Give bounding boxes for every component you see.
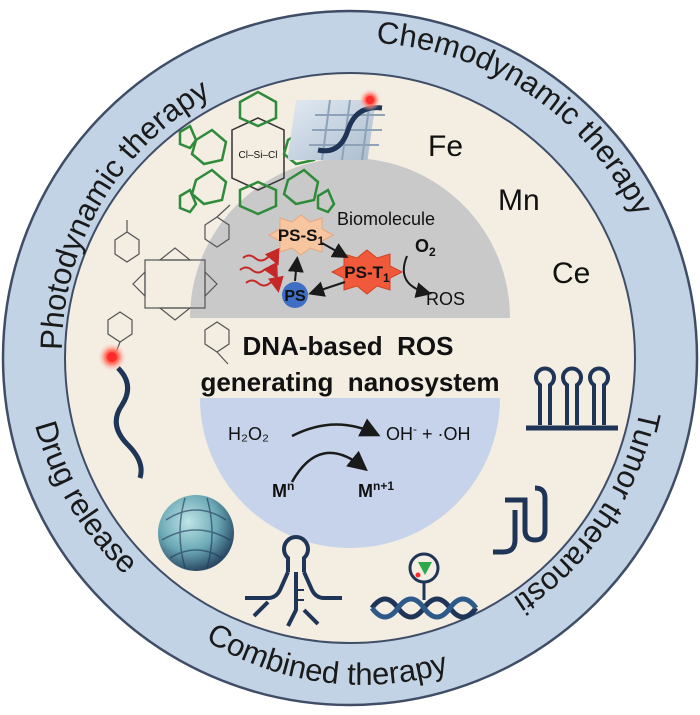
dna-aptamer-icon	[245, 535, 342, 627]
cdt-half-disk	[200, 398, 500, 548]
metal-fe: Fe	[428, 130, 463, 163]
biomolecule-label: Biomolecule	[337, 209, 435, 229]
light-arrows	[239, 247, 284, 293]
metal-mn: Mn	[498, 184, 540, 217]
svg-text:PS-T1: PS-T1	[344, 263, 390, 285]
ps-circle	[282, 282, 308, 308]
arrow-t1-to-ps	[308, 281, 346, 297]
ros-label: ROS	[426, 289, 465, 309]
mn-label: Mn	[272, 479, 294, 501]
center-title-line2: generating nanosystem	[200, 367, 499, 397]
ps-t1-subscript: 1	[383, 271, 390, 285]
arrow-h2o2-to-oh	[291, 418, 381, 438]
dna-helix-probe-icon	[369, 552, 479, 620]
phthalocyanine-core-label: Cl–Si–Cl	[239, 150, 278, 161]
porphyrin-molecule	[107, 204, 231, 365]
ps-s1-label: PS-S	[278, 226, 318, 245]
arrow-ps-to-s1	[287, 256, 304, 282]
mn1-label: Mn+1	[358, 479, 394, 501]
drug-release-strand-icon	[98, 343, 144, 479]
ps-t1-label: PS-T	[344, 263, 383, 282]
arrow-s1-to-t1	[321, 242, 349, 258]
dna-lattice-icon	[287, 89, 385, 161]
ps-s1-subscript: 1	[318, 234, 325, 248]
o2-label: O2	[415, 236, 436, 259]
h2o2-label: H₂O₂	[228, 424, 269, 444]
ps-s1-star: PS-S1	[267, 214, 335, 256]
arrow-to-ros	[402, 255, 432, 298]
svg-text:PS-S1: PS-S1	[278, 226, 325, 248]
ps-label: PS	[284, 288, 306, 305]
center-title-line1: DNA-based ROS	[243, 331, 454, 361]
dna-nanoball-icon	[158, 495, 234, 571]
ps-t1-star: PS-T1	[330, 249, 404, 295]
folded-dna-icon	[493, 485, 548, 555]
arrow-mn-to-mn1	[290, 450, 368, 483]
oh-products-label: OH- + ·OH	[386, 422, 471, 444]
metal-ce: Ce	[552, 257, 590, 290]
hairpin-dna-icon	[526, 366, 618, 431]
